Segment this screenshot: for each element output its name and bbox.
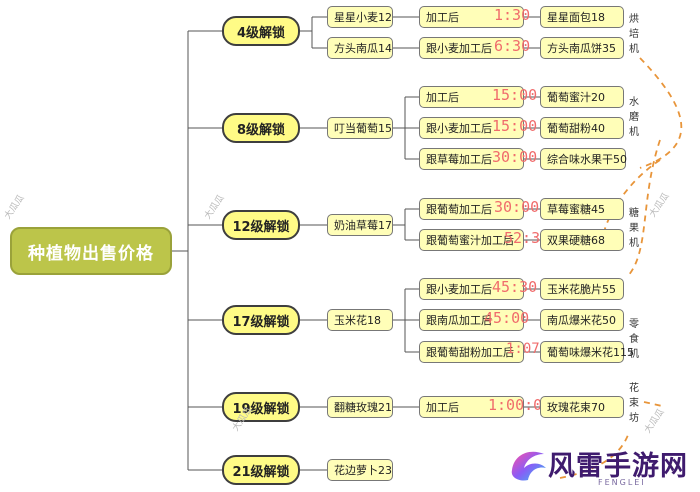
process-box: 跟葡萄甜粉加工后 — [419, 341, 524, 363]
machine-link-dashed-line — [627, 139, 661, 277]
process-time: 6:30 — [494, 37, 531, 55]
process-box: 跟葡萄蜜汁加工后 — [419, 229, 524, 251]
product-box: 葡萄味爆米花115 — [540, 341, 634, 363]
crop-box: 翻糖玫瑰21 — [327, 396, 393, 418]
product-box: 星星面包18 — [540, 6, 624, 28]
crop-box: 方头南瓜14 — [327, 37, 393, 59]
machine-label-snack: 零食机 — [629, 319, 639, 360]
product-box: 葡萄甜粉40 — [540, 117, 624, 139]
machine-label-candy: 糖果机 — [629, 208, 639, 249]
machine-link-dashed-line — [559, 434, 629, 479]
crop-box: 叮当葡萄15 — [327, 117, 393, 139]
connector-line — [393, 289, 406, 352]
process-time: 30:00 — [492, 148, 538, 166]
level-node-4: 4级解锁 — [222, 16, 300, 46]
process-box: 跟草莓加工后 — [419, 148, 524, 170]
crop-box: 花边萝卜23 — [327, 459, 393, 481]
product-box: 方头南瓜饼35 — [540, 37, 624, 59]
crop-box: 奶油草莓17 — [327, 214, 393, 236]
crop-box: 玉米花18 — [327, 309, 393, 331]
process-time: 52:30 — [504, 229, 550, 247]
machine-link-dashed-line — [639, 57, 683, 169]
process-time: 15:00 — [492, 86, 538, 104]
level-node-17: 17级解锁 — [222, 305, 300, 335]
process-box: 加工后 — [419, 86, 524, 108]
level-node-19: 19级解锁 — [222, 392, 300, 422]
product-box: 玫瑰花束70 — [540, 396, 624, 418]
machine-label-bakery: 烘培机 — [629, 14, 639, 55]
level-node-21: 21级解锁 — [222, 455, 300, 485]
process-box: 跟南瓜加工后 — [419, 309, 524, 331]
fenglei-logo-icon — [511, 451, 546, 481]
connector-line — [393, 209, 406, 240]
product-box: 双果硬糖68 — [540, 229, 624, 251]
process-box: 跟小麦加工后 — [419, 278, 524, 300]
process-box: 加工后 — [419, 6, 524, 28]
product-box: 草莓蜜糖45 — [540, 198, 624, 220]
crop-box: 星星小麦12 — [327, 6, 393, 28]
level-node-12: 12级解锁 — [222, 210, 300, 240]
product-box: 南瓜爆米花50 — [540, 309, 624, 331]
logo-title: 风雷手游网 — [548, 451, 688, 482]
product-box: 玉米花脆片55 — [540, 278, 624, 300]
machine-label-flower: 花束坊 — [629, 383, 639, 424]
connector-line — [393, 97, 406, 159]
process-time: 1:30 — [494, 6, 531, 24]
product-box: 葡萄蜜汁20 — [540, 86, 624, 108]
process-time: 45:00 — [484, 309, 530, 327]
logo-subtitle: FENGLEI — [598, 478, 646, 487]
machine-link-dashed-line — [643, 401, 663, 407]
process-box: 跟小麦加工后 — [419, 117, 524, 139]
process-time: 30:00 — [494, 198, 540, 216]
process-box: 跟葡萄加工后 — [419, 198, 524, 220]
process-time: 15:00 — [492, 117, 538, 135]
process-time: 1:00:00 — [488, 396, 552, 414]
process-box: 跟小麦加工后 — [419, 37, 524, 59]
product-box: 综合味水果干50 — [540, 148, 627, 170]
process-box: 加工后 — [419, 396, 524, 418]
crop-connector — [300, 16, 327, 49]
process-time: 45:30 — [492, 278, 538, 296]
machine-label-watermill: 水磨机 — [629, 97, 639, 138]
level-node-8: 8级解锁 — [222, 113, 300, 143]
root-node: 种植物出售价格 — [10, 227, 172, 275]
